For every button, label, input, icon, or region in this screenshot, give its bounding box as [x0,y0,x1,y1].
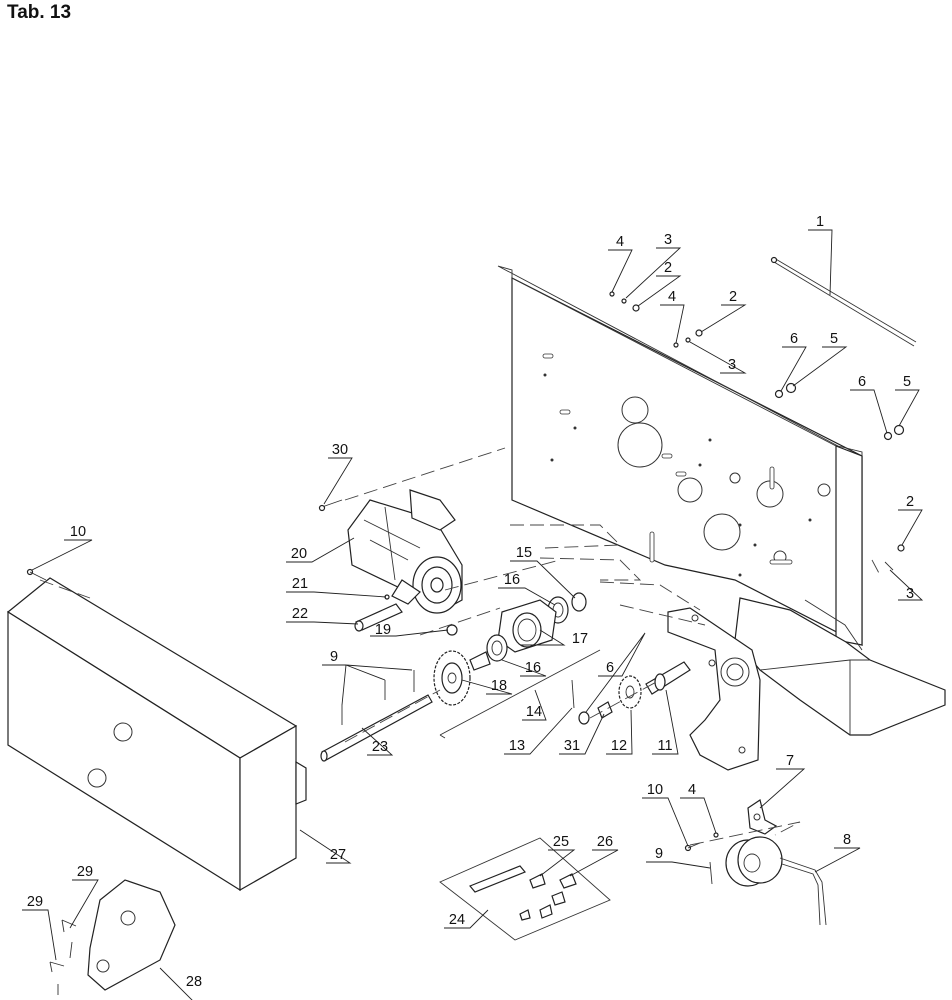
callout-3b: 3 [728,357,736,373]
callout-3c: 3 [906,586,914,602]
callout-12: 12 [611,738,627,754]
callout-labels: 1 4 3 2 4 2 3 6 5 6 5 30 2 3 10 20 15 16… [27,214,914,990]
page-title: Tab. 13 [7,2,72,23]
callout-11: 11 [657,738,672,754]
drive-motor [347,489,463,614]
callout-16b: 16 [525,660,541,676]
callout-2c: 2 [906,494,914,510]
callout-1: 1 [816,214,824,230]
explosion-lines [39,447,881,846]
callout-22: 22 [292,606,308,622]
callout-29a: 29 [77,864,93,880]
shaft-and-pins [320,670,575,762]
callout-26: 26 [597,834,613,850]
chain-kit [439,837,611,941]
callout-18: 18 [491,678,507,694]
callout-3a: 3 [664,232,672,248]
callout-15: 15 [516,545,532,561]
bearing-assembly [446,592,587,671]
callout-2b: 2 [729,289,737,305]
callout-5b: 5 [903,374,911,390]
callout-14: 14 [526,704,542,720]
callout-5a: 5 [830,331,838,347]
motor-shaft [354,594,403,632]
callout-21: 21 [292,576,308,592]
bracket-and-pulley [684,799,827,926]
callout-25: 25 [553,834,569,850]
callout-30: 30 [332,442,348,458]
callout-16a: 16 [504,572,520,588]
callout-2a: 2 [664,260,672,276]
callout-19: 19 [375,622,391,638]
callout-10b: 10 [647,782,663,798]
leader-lines [22,229,924,1000]
callout-24: 24 [449,912,465,928]
callout-4b: 4 [668,289,676,305]
callout-6c: 6 [606,660,614,676]
callout-13: 13 [509,738,525,754]
callout-31: 31 [564,738,580,754]
top-rod [770,256,917,347]
callout-9a: 9 [330,649,338,665]
frame-plate [497,265,863,646]
cover-box [6,568,307,892]
callout-28: 28 [186,974,202,990]
callout-10a: 10 [70,524,86,540]
callout-7: 7 [786,753,794,769]
callout-6b: 6 [858,374,866,390]
callout-4c: 4 [688,782,696,798]
callout-4a: 4 [616,234,624,250]
callout-9b: 9 [655,846,663,862]
callout-6a: 6 [790,331,798,347]
callout-27: 27 [330,847,346,863]
callout-23: 23 [372,739,388,755]
callout-8: 8 [843,832,851,848]
small-sprocket-group [578,661,691,725]
flange-plate [667,607,761,771]
callout-29b: 29 [27,894,43,910]
screw-30 [318,499,343,512]
large-sprocket [433,650,471,706]
callout-20: 20 [291,546,307,562]
cover-plate [49,879,176,995]
callout-17: 17 [572,631,588,647]
